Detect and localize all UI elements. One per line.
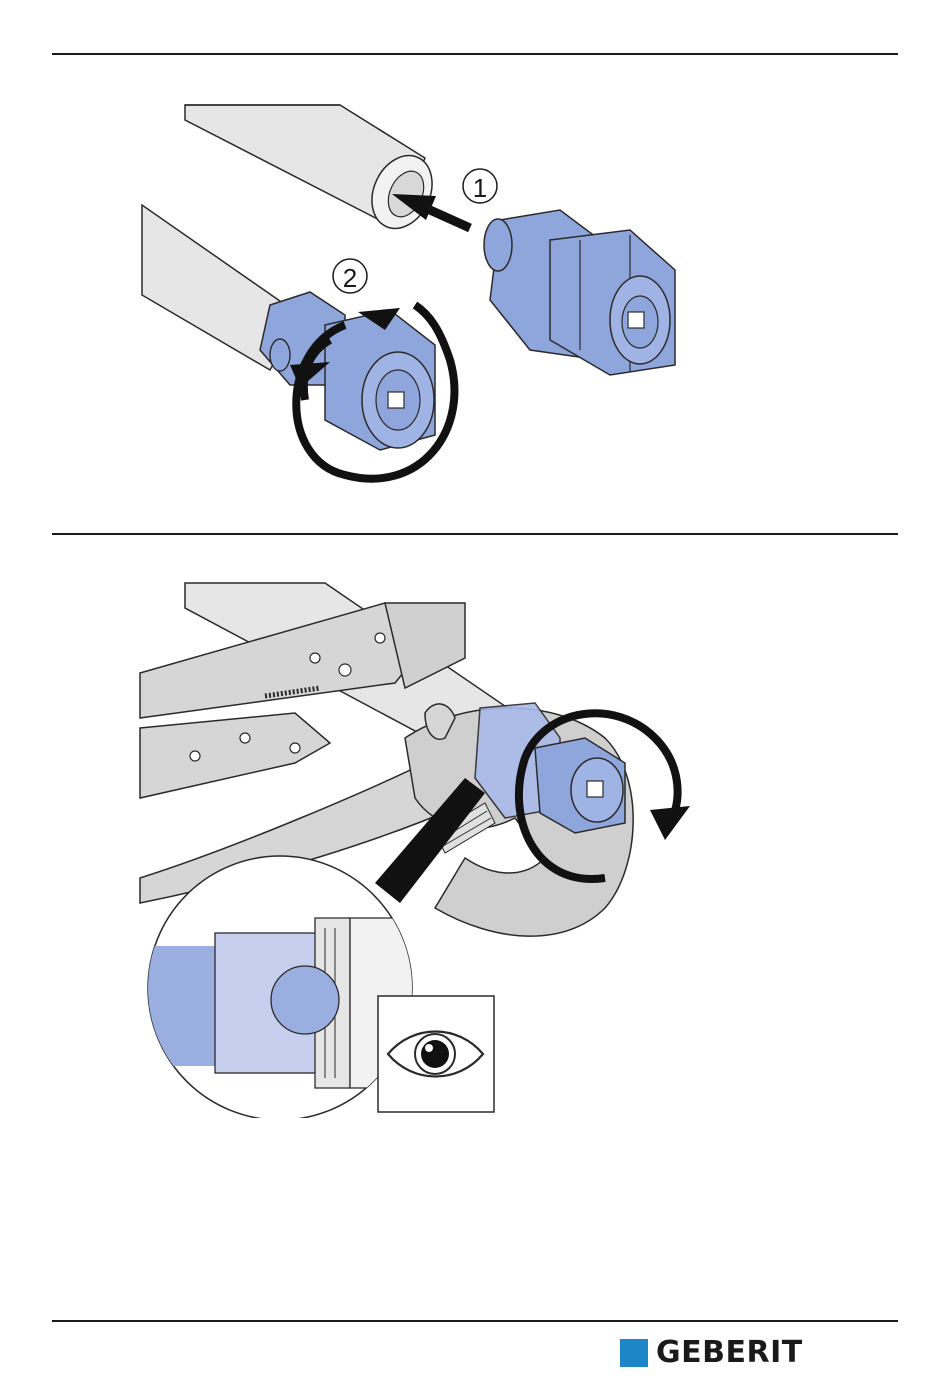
callout-1: 1 <box>463 169 497 203</box>
step2-illustration <box>135 578 715 1118</box>
callout-1-label: 1 <box>473 173 487 203</box>
middle-rule <box>52 533 898 535</box>
callout-2: 2 <box>333 259 367 293</box>
geberit-logo: GEBERIT <box>620 1336 803 1370</box>
fitting-loose <box>484 210 675 375</box>
bottom-rule <box>52 1320 898 1322</box>
fitting-mounted <box>260 292 435 450</box>
top-rule <box>52 53 898 55</box>
callout-2-label: 2 <box>343 263 357 293</box>
pipe-upper <box>185 105 443 238</box>
logo-text: GEBERIT <box>656 1338 803 1368</box>
step1-illustration: 1 2 <box>130 100 730 495</box>
logo-square <box>620 1339 648 1367</box>
eye-box <box>378 996 494 1112</box>
